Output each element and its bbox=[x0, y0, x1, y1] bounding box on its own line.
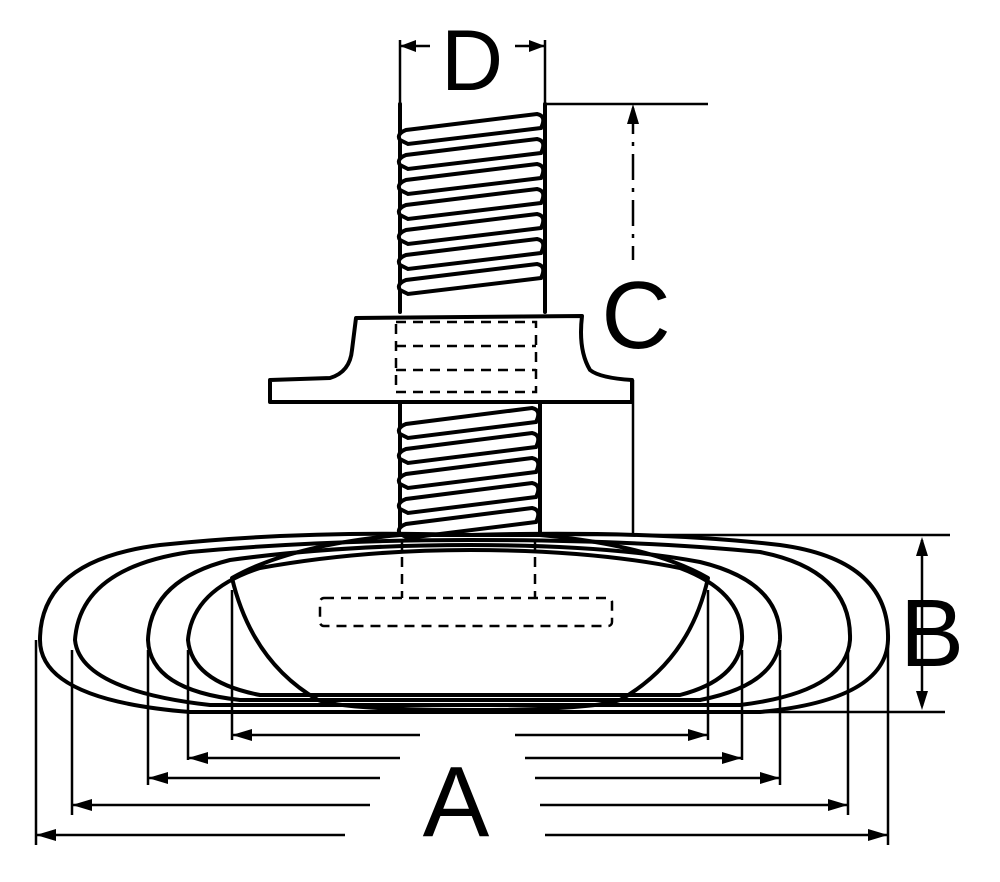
thread-crest bbox=[396, 136, 546, 172]
threaded-stud-lower bbox=[396, 400, 542, 541]
thread-crest bbox=[396, 505, 541, 541]
thread-crest bbox=[396, 211, 546, 247]
label-a: A bbox=[423, 746, 490, 858]
thread-lines-lower bbox=[396, 405, 541, 541]
thread-crest bbox=[396, 161, 546, 197]
dimension-a: A bbox=[34, 590, 890, 858]
thread-crest bbox=[396, 455, 541, 491]
thread-crest bbox=[396, 236, 546, 272]
thread-crest bbox=[396, 480, 541, 516]
label-b: B bbox=[900, 580, 964, 687]
thread-crest bbox=[396, 111, 546, 147]
thread-crest bbox=[396, 405, 541, 441]
thread-crest bbox=[396, 186, 546, 222]
label-c: C bbox=[601, 262, 670, 369]
thread-crest bbox=[396, 430, 541, 466]
dimension-d: D bbox=[398, 13, 547, 109]
label-d: D bbox=[441, 13, 503, 109]
dimension-c: C bbox=[545, 102, 708, 535]
flange-nut bbox=[268, 314, 634, 404]
thread-lines-upper bbox=[396, 111, 546, 297]
base-pad bbox=[38, 531, 891, 714]
threaded-stud-upper bbox=[396, 102, 547, 314]
dimension-b: B bbox=[540, 533, 964, 714]
thread-crest bbox=[396, 261, 546, 297]
